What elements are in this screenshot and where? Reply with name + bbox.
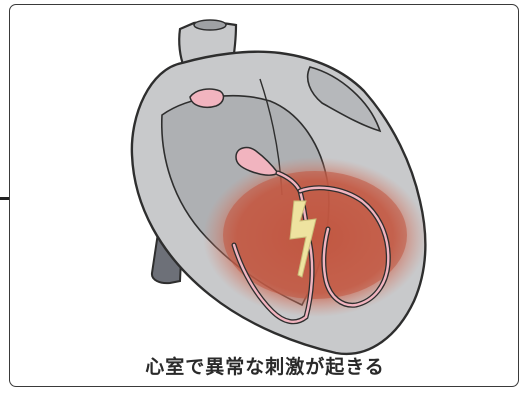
heart-illustration (10, 5, 519, 387)
caption: 心室で異常な刺激が起きる (10, 352, 519, 379)
diagram-panel: 心室で異常な刺激が起きる (9, 4, 519, 387)
sa-node (190, 89, 223, 107)
